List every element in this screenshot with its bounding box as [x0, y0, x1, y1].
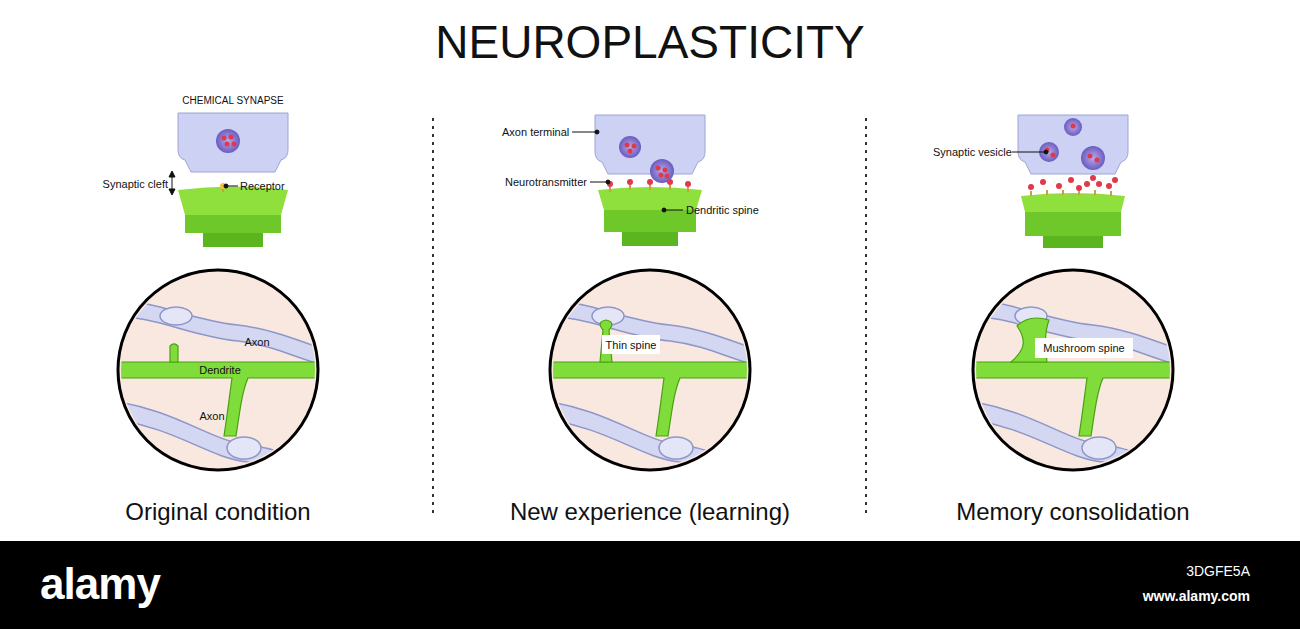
part-label: Mushroom spine — [1043, 342, 1124, 354]
part-label: Thin spine — [606, 339, 657, 351]
part-label: Axon — [199, 410, 224, 422]
watermark: www.alamy.com — [1143, 589, 1250, 604]
panel-caption: Original condition — [125, 499, 310, 525]
watermark: alamy — [40, 560, 160, 608]
part-label: Synaptic cleft — [103, 178, 168, 190]
part-label: Dendritic spine — [686, 204, 759, 216]
section-label: CHEMICAL SYNAPSE — [182, 95, 283, 106]
part-label: Dendrite — [199, 364, 241, 376]
part-label: Neurotransmitter — [505, 176, 587, 188]
panel-caption: Memory consolidation — [956, 499, 1189, 525]
title: NEUROPLASTICITY — [435, 17, 864, 68]
part-label: Axon — [244, 336, 269, 348]
part-label: Axon terminal — [502, 126, 569, 138]
watermark: 3DGFE5A — [1186, 564, 1250, 579]
part-label: Receptor — [240, 180, 285, 192]
panel-caption: New experience (learning) — [510, 499, 790, 525]
part-label: Synaptic vesicle — [933, 146, 1012, 158]
